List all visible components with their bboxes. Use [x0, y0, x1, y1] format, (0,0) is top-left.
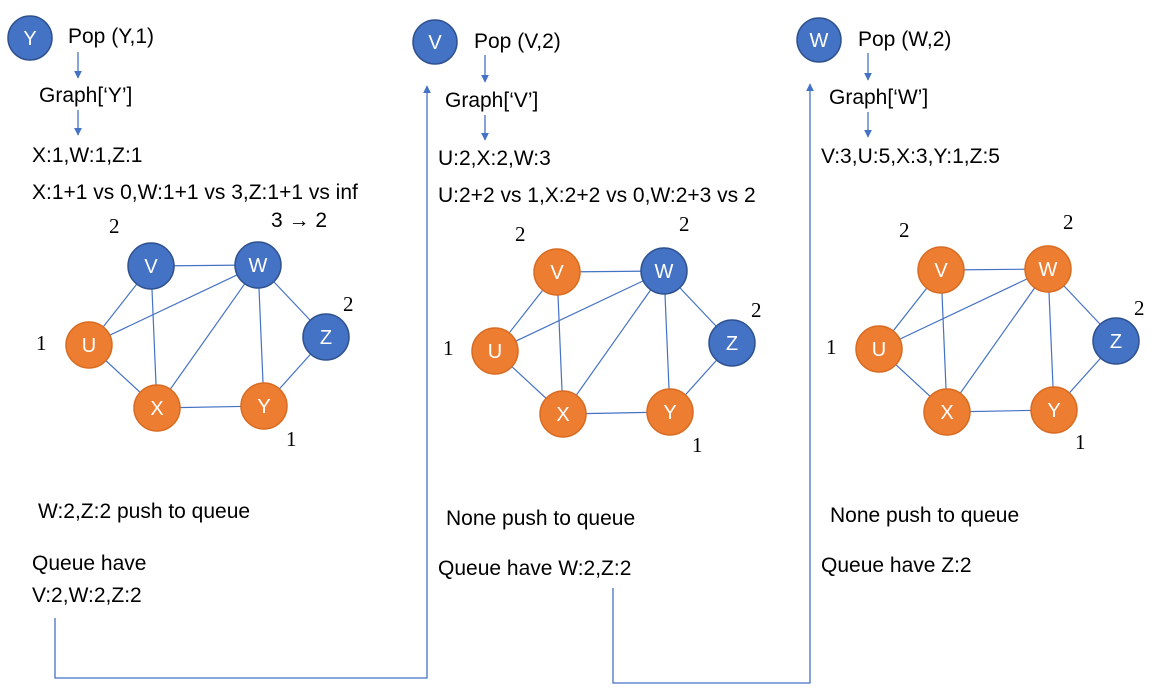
graph-label: Graph[‘Y’]	[39, 84, 133, 107]
node-x	[133, 384, 181, 432]
node-y	[1030, 386, 1078, 434]
weight-w: 2	[679, 212, 690, 236]
edge-w-u	[494, 270, 665, 352]
node-u	[855, 325, 903, 373]
queue-text-line2: V:2,W:2,Z:2	[32, 584, 142, 607]
push-text: None push to queue	[446, 507, 636, 530]
weight-z: 2	[1134, 296, 1145, 320]
node-label-v: V	[144, 256, 158, 278]
graph-label: Graph[‘V’]	[445, 89, 539, 112]
svg-text:Y: Y	[23, 28, 36, 50]
pop-label: Pop (Y,1)	[68, 25, 154, 48]
node-z	[1092, 317, 1140, 365]
node-u	[65, 321, 113, 369]
node-label-z: Z	[726, 333, 738, 355]
neighbors-text: V:3,U:5,X:3,Y:1,Z:5	[821, 145, 1000, 168]
queue-text-line1: Queue have	[32, 552, 147, 575]
weight-u: 1	[36, 331, 47, 355]
svg-text:W: W	[810, 30, 829, 52]
node-label-v: V	[934, 260, 948, 282]
node-label-w: W	[1039, 259, 1058, 281]
weight-u: 1	[826, 335, 837, 359]
node-w	[1024, 245, 1072, 293]
pop-node-circle: V	[412, 19, 458, 65]
node-label-v: V	[550, 262, 564, 284]
node-label-u: U	[872, 339, 886, 361]
node-label-w: W	[655, 261, 674, 283]
node-v	[533, 248, 581, 296]
node-x	[539, 390, 587, 438]
svg-text:V: V	[428, 32, 442, 54]
node-w	[640, 247, 688, 295]
weight-z: 2	[751, 298, 762, 322]
node-x	[923, 388, 971, 436]
weight-y: 1	[286, 427, 297, 451]
graphs-layer: V W Z U X Y V W Z U X Y V W Z U X Y	[65, 241, 1140, 438]
compare-text: X:1+1 vs 0,W:1+1 vs 3,Z:1+1 vs inf	[32, 181, 358, 204]
compare-text: U:2+2 vs 1,X:2+2 vs 0,W:2+3 vs 2	[438, 184, 756, 207]
graph-1: V W Z U X Y	[65, 241, 350, 432]
node-label-y: Y	[663, 402, 676, 424]
push-text: W:2,Z:2 push to queue	[38, 500, 251, 523]
edge-w-u	[878, 268, 1049, 350]
neighbors-text: U:2,X:2,W:3	[438, 147, 551, 170]
node-label-u: U	[488, 341, 502, 363]
push-text: None push to queue	[830, 504, 1020, 527]
node-label-x: X	[556, 404, 569, 426]
node-label-z: Z	[1110, 331, 1122, 353]
edge-w-x	[946, 268, 1049, 413]
weight-v: 2	[899, 218, 910, 242]
node-v	[127, 242, 175, 290]
node-label-x: X	[940, 402, 953, 424]
node-y	[646, 388, 694, 436]
edge-w-x	[562, 270, 665, 415]
pop-node-circle: W	[796, 17, 842, 63]
weight-v: 2	[109, 214, 120, 238]
edge-w-u	[88, 264, 259, 346]
weight-y: 1	[1075, 430, 1086, 454]
node-label-x: X	[150, 398, 163, 420]
weight-u: 1	[443, 336, 454, 360]
node-label-y: Y	[1047, 400, 1060, 422]
queue-text-line1: Queue have W:2,Z:2	[438, 557, 632, 580]
pop-label: Pop (W,2)	[858, 28, 952, 51]
node-label-z: Z	[320, 327, 332, 349]
node-z	[302, 313, 350, 361]
node-w	[234, 241, 282, 289]
graph-3: V W Z U X Y	[855, 245, 1140, 436]
node-u	[471, 327, 519, 375]
weight-z: 2	[343, 292, 354, 316]
node-label-y: Y	[257, 396, 270, 418]
weight-y: 1	[692, 433, 703, 457]
connector-arrow-2	[612, 83, 814, 684]
graph-2: V W Z U X Y	[471, 247, 756, 438]
pop-label: Pop (V,2)	[474, 30, 561, 53]
queue-text-line1: Queue have Z:2	[821, 554, 972, 577]
connector-arrow-1	[54, 85, 431, 679]
node-y	[240, 382, 288, 430]
weight-v: 2	[515, 222, 526, 246]
update-text: 3 → 2	[271, 209, 328, 232]
pop-node-circle: Y	[7, 15, 53, 61]
neighbors-text: X:1,W:1,Z:1	[32, 144, 143, 167]
node-label-u: U	[82, 335, 96, 357]
weight-w: 2	[1063, 210, 1074, 234]
node-z	[708, 319, 756, 367]
node-label-w: W	[249, 255, 268, 277]
graph-label: Graph[‘W’]	[829, 86, 929, 109]
node-v	[917, 246, 965, 294]
edge-w-x	[156, 264, 259, 409]
